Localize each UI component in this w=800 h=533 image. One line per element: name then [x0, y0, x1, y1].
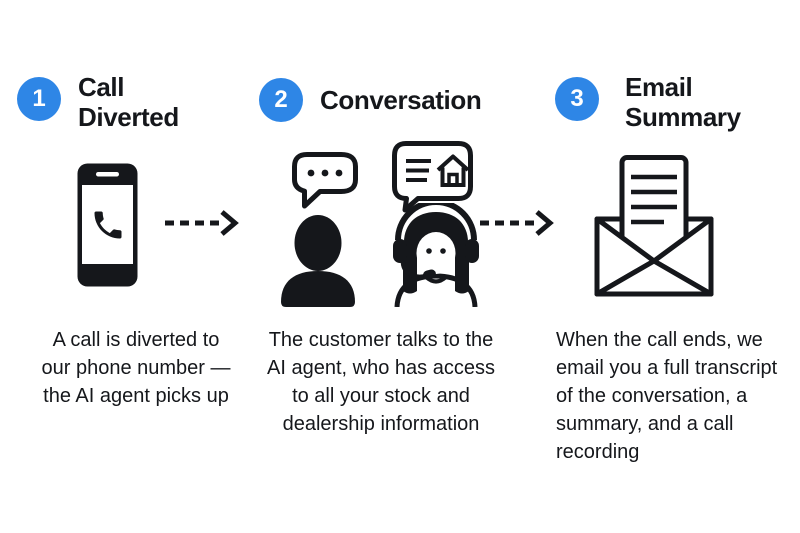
step-2-title: Conversation: [320, 85, 482, 115]
support-agent-headset-icon: [390, 203, 482, 307]
step-1-description: A call is diverted to our phone number —…: [41, 329, 231, 407]
dashed-arrow-icon: [163, 209, 243, 237]
step-1-number: 1: [32, 85, 46, 112]
step-3-description: When the call ends, we email you a full …: [556, 329, 778, 463]
speech-bubble-house-icon: [392, 141, 473, 213]
open-envelope-letter-icon: [594, 155, 714, 297]
step-3-title: Email Summary: [625, 72, 741, 132]
step-1-number-badge: 1: [17, 77, 61, 121]
dashed-arrow-icon: [478, 209, 558, 237]
step-1-title: Call Diverted: [78, 72, 179, 132]
step-2-number: 2: [274, 86, 288, 113]
smartphone-call-icon: [76, 162, 139, 288]
step-2-number-badge: 2: [259, 78, 303, 122]
speech-bubble-dots-icon: [292, 152, 358, 210]
step-2-description: The customer talks to the AI agent, who …: [267, 329, 495, 435]
customer-silhouette-icon: [278, 215, 358, 307]
step-3-number: 3: [570, 85, 584, 112]
step-3-number-badge: 3: [555, 77, 599, 121]
